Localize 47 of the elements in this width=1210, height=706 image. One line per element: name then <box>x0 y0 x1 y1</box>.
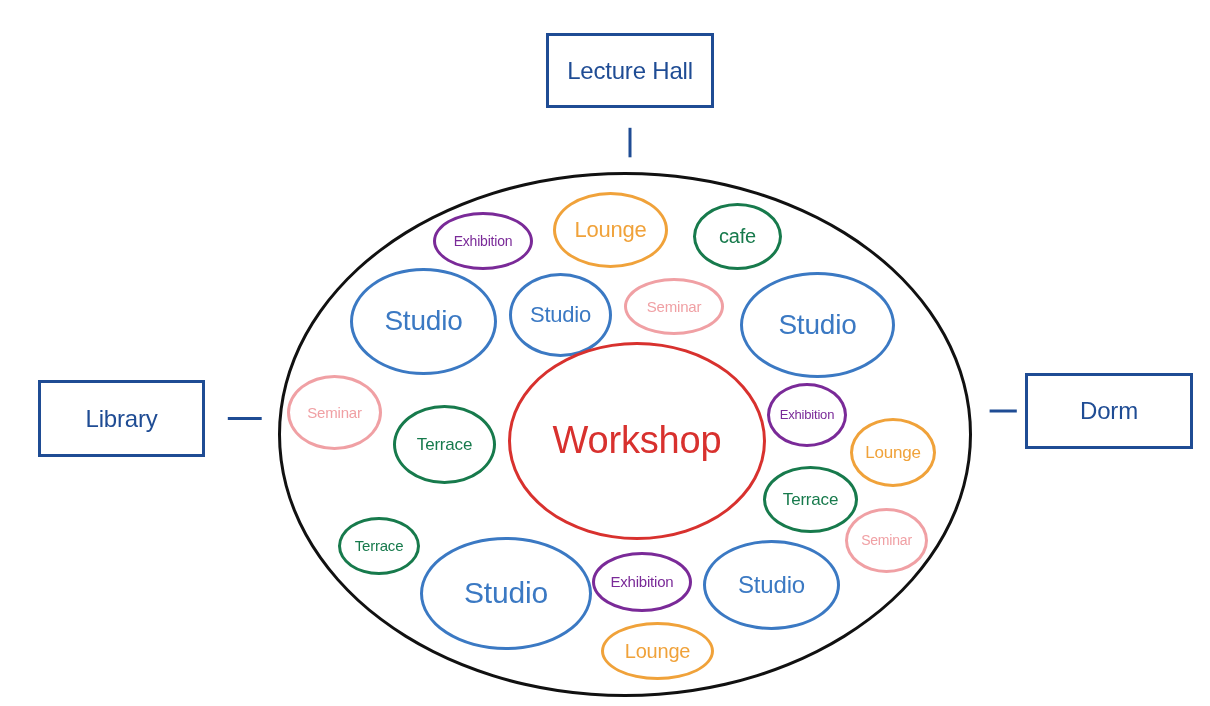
space-bubble <box>767 383 847 447</box>
space-bubble <box>693 203 782 270</box>
building-box <box>546 33 714 108</box>
place-label: Lounge <box>574 217 647 243</box>
place-label: Studio <box>464 576 548 611</box>
place-label: Seminar <box>861 532 912 549</box>
place-label: Workshop <box>552 419 722 463</box>
space-bubble <box>624 278 724 335</box>
space-bubble <box>601 622 714 680</box>
connector-line <box>628 127 632 158</box>
place-label: cafe <box>719 225 756 248</box>
space-bubble <box>287 375 382 450</box>
place-label: Terrace <box>782 489 839 510</box>
space-bubble <box>433 212 533 270</box>
place-label: Studio <box>529 302 592 328</box>
place-label: Seminar <box>646 297 702 316</box>
space-bubble <box>703 540 840 630</box>
space-bubble <box>592 552 692 612</box>
space-bubble <box>508 342 766 540</box>
space-bubble <box>509 273 612 357</box>
place-label: Seminar <box>307 403 362 422</box>
building-box <box>38 380 205 457</box>
place-label: Lounge <box>865 442 921 463</box>
space-bubble <box>850 418 936 487</box>
space-bubble <box>845 508 928 573</box>
place-label: Exhibition <box>610 573 674 591</box>
space-bubble <box>763 466 858 533</box>
space-bubble <box>350 268 497 375</box>
place-label: Terrace <box>354 537 404 555</box>
place-label: Studio <box>778 308 857 342</box>
place-label: Exhibition <box>779 407 835 423</box>
connector-line <box>227 417 262 420</box>
space-bubble <box>420 537 592 650</box>
building-box <box>1025 373 1193 449</box>
place-label: Dorm <box>1080 397 1138 425</box>
place-label: Exhibition <box>453 232 513 250</box>
space-bubble <box>338 517 420 575</box>
place-label: Lecture Hall <box>567 56 693 85</box>
place-label: Lounge <box>624 639 691 663</box>
place-label: Studio <box>738 571 805 599</box>
space-bubble <box>393 405 496 484</box>
space-bubble <box>740 272 895 378</box>
place-label: Studio <box>384 305 463 338</box>
place-label: Library <box>85 404 158 433</box>
connector-line <box>989 409 1017 413</box>
space-bubble <box>553 192 668 268</box>
place-label: Terrace <box>416 434 473 455</box>
